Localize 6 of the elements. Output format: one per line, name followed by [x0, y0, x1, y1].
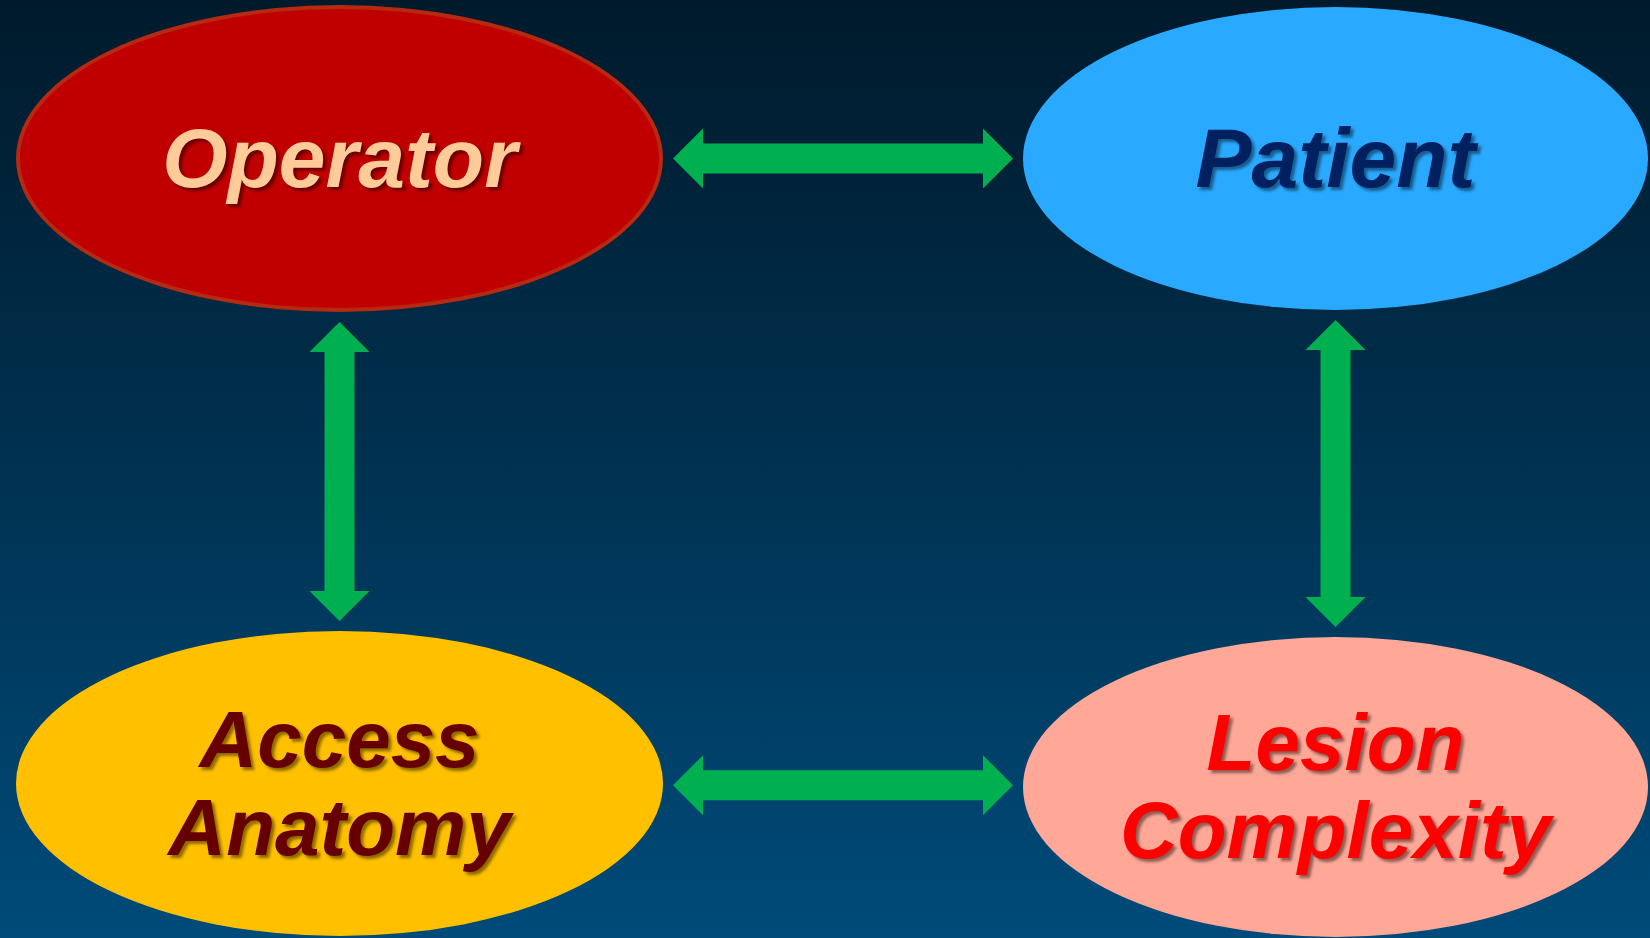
- double-arrow: [673, 755, 1013, 816]
- double-arrow: [1305, 320, 1366, 627]
- double-arrow: [309, 322, 370, 621]
- node-label: Lesion Complexity: [1118, 699, 1555, 875]
- node-label: Access Anatomy: [56, 695, 623, 872]
- double-arrow: [673, 128, 1013, 189]
